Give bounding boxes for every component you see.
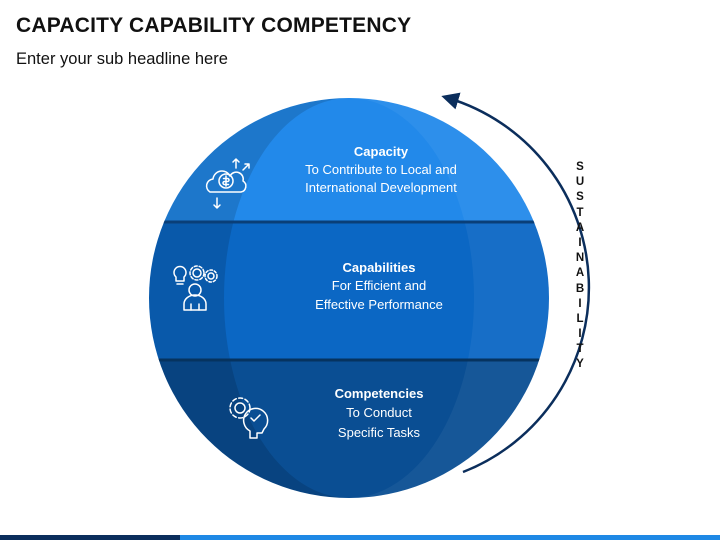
capacity-line-2: International Development <box>305 180 457 195</box>
capacity-heading: Capacity <box>354 144 409 159</box>
sphere-shade <box>149 98 349 498</box>
sustainability-letter: T <box>576 343 584 356</box>
sphere-highlight <box>349 98 549 498</box>
capacity-line-1: To Contribute to Local and <box>305 162 457 177</box>
page-title: CAPACITY CAPABILITY COMPETENCY <box>16 14 412 37</box>
layer-band-capabilities <box>149 222 549 360</box>
capabilities-label-group: Capabilities For Efficient and Effective… <box>315 260 443 312</box>
sustainability-letter: A <box>575 221 585 234</box>
sustainability-label: S U S T A I N A B I L I T Y <box>572 160 588 373</box>
sustainability-letter: I <box>578 236 582 249</box>
money-cloud-icon <box>205 158 250 209</box>
competencies-heading: Competencies <box>335 386 424 401</box>
competencies-line-2: Specific Tasks <box>338 425 421 440</box>
footer-bar-navy <box>0 535 180 540</box>
capabilities-line-2: Effective Performance <box>315 297 443 312</box>
sustainability-letter: I <box>578 297 582 310</box>
sustainability-letter: A <box>575 267 585 280</box>
head-gear-check-icon <box>229 397 269 439</box>
sustainability-letter: I <box>578 328 582 341</box>
sustainability-letter: S <box>576 191 584 204</box>
idea-person-gears-icon <box>173 265 218 311</box>
sustainability-letter: S <box>576 161 584 173</box>
sustainability-letter: T <box>576 206 584 219</box>
sustainability-letter: Y <box>576 358 584 371</box>
competencies-label-group: Competencies To Conduct Specific Tasks <box>335 386 424 440</box>
capabilities-line-1: For Efficient and <box>332 278 426 293</box>
sustainability-letter: N <box>575 252 585 265</box>
capacity-label-group: Capacity To Contribute to Local and Inte… <box>305 144 457 195</box>
page-subtitle: Enter your sub headline here <box>16 50 228 68</box>
sustainability-letter: L <box>576 312 584 325</box>
sustainability-letter: B <box>575 282 585 295</box>
competencies-line-1: To Conduct <box>346 405 412 420</box>
sustainability-arrow <box>441 92 591 474</box>
capabilities-heading: Capabilities <box>343 260 416 275</box>
footer-bar-blue <box>180 535 720 540</box>
sustainability-letter: U <box>575 176 585 189</box>
